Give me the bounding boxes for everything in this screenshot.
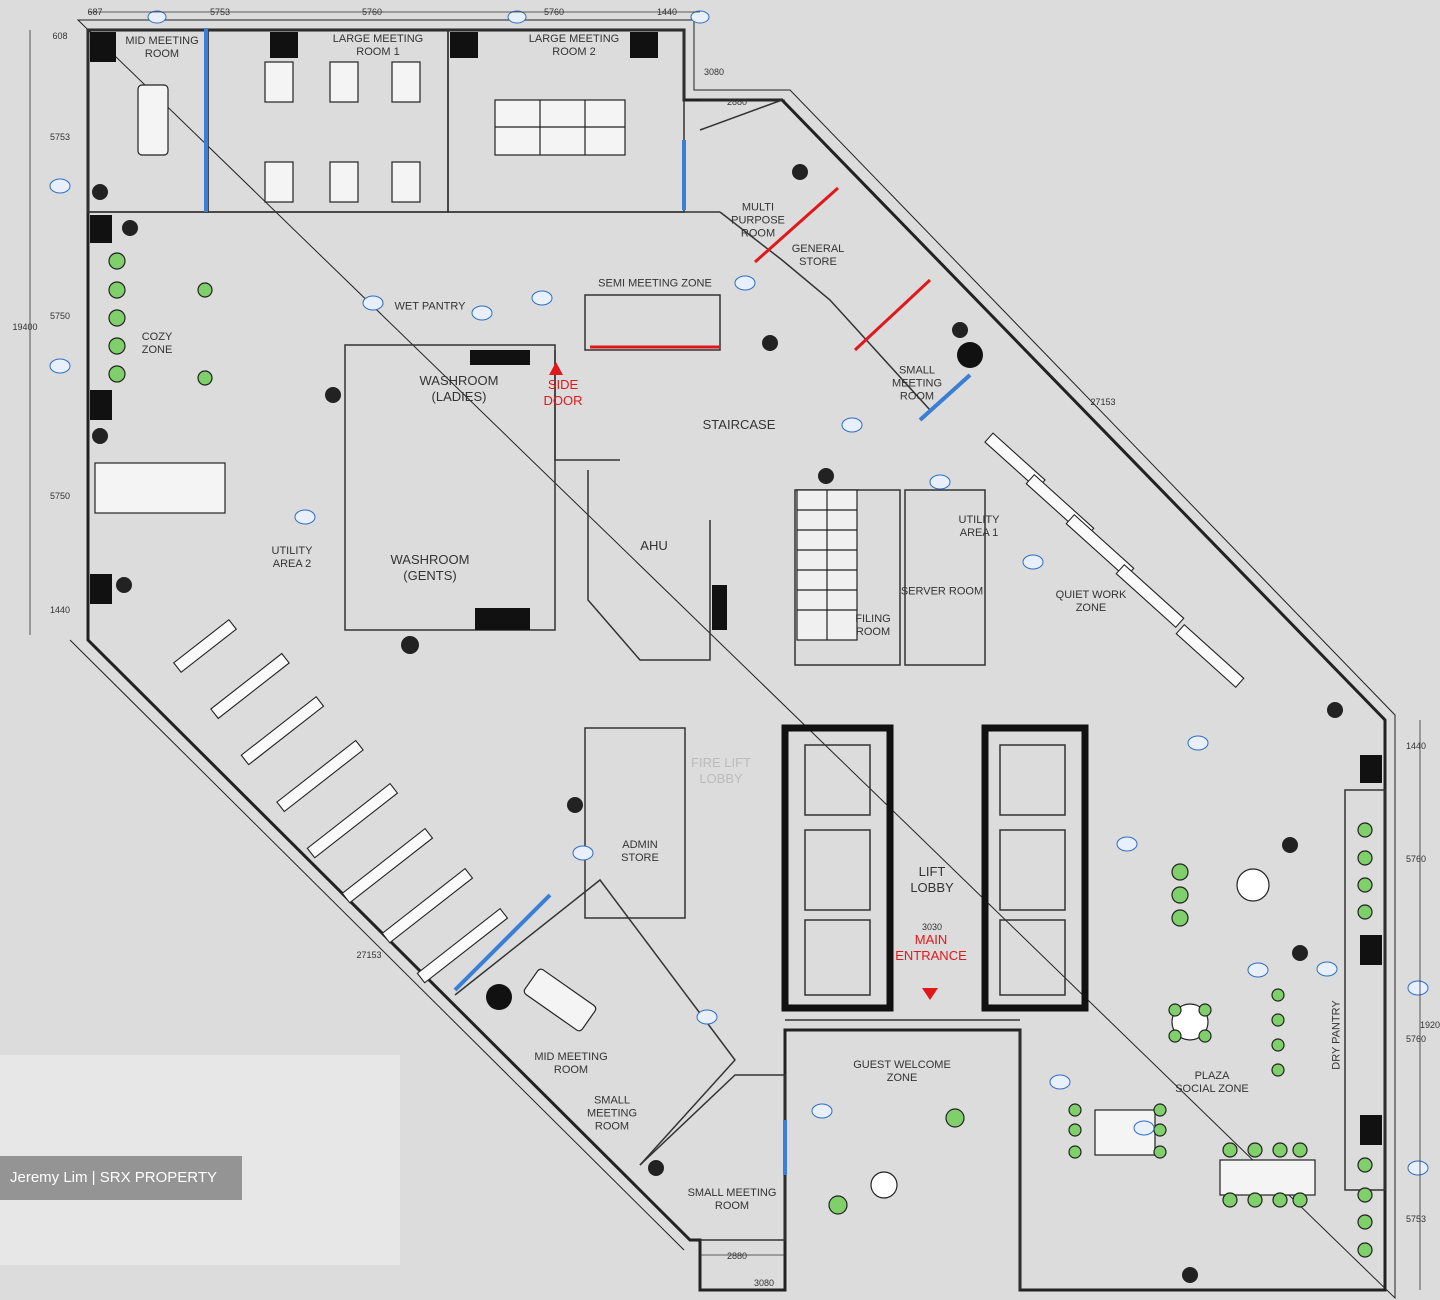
dim-right-5760-b: 5760 — [1405, 1034, 1427, 1044]
dim-left-5750-a: 5750 — [49, 311, 71, 321]
room-label-large-meeting-room-2: LARGE MEETING ROOM 2 — [528, 33, 620, 58]
meeting-tables — [94, 61, 1316, 1196]
lounge-seating — [108, 252, 1373, 1258]
dim-right-1440: 1440 — [1405, 741, 1427, 751]
staircase — [796, 489, 858, 641]
partitions — [87, 29, 1386, 1290]
room-label-dry-pantry: DRY PANTRY — [1330, 1000, 1343, 1070]
room-label-lift-lobby: LIFT LOBBY — [910, 864, 954, 895]
main-entrance-label: MAIN ENTRANCE — [895, 932, 967, 963]
dim-entrance-3030: 3030 — [921, 922, 943, 932]
dim-top-5: 1440 — [656, 7, 678, 17]
room-label-utility-area-2: UTILITY AREA 2 — [271, 545, 313, 570]
room-label-small-meeting-room-top: SMALL MEETING ROOM — [891, 364, 943, 403]
dim-right-5753: 5753 — [1405, 1214, 1427, 1224]
room-label-semi-meeting-zone: SEMI MEETING ZONE — [598, 277, 712, 290]
room-label-admin-store: ADMIN STORE — [621, 839, 659, 864]
room-label-wet-pantry: WET PANTRY — [394, 300, 466, 313]
dim-left-5753: 5753 — [49, 132, 71, 142]
dim-right-2880-top: 2880 — [726, 97, 748, 107]
watermark: Jeremy Lim | SRX PROPERTY — [0, 1156, 242, 1200]
dim-top-2: 5753 — [209, 7, 231, 17]
dim-diag-27153-left: 27153 — [356, 950, 382, 960]
room-label-utility-area-1: UTILITY AREA 1 — [958, 514, 1000, 539]
dim-left-608: 608 — [52, 31, 68, 41]
dim-diag-27153-right: 27153 — [1090, 397, 1116, 407]
red-partitions — [590, 186, 932, 352]
room-label-quiet-work-zone: QUIET WORK ZONE — [1055, 589, 1127, 614]
room-label-small-meeting-room-bottom: SMALL MEETING ROOM — [586, 1094, 638, 1133]
dim-right-3080-top: 3080 — [703, 67, 725, 77]
room-label-mid-meeting-room-top: MID MEETING ROOM — [125, 35, 199, 60]
room-label-filing-room: FILING ROOM — [855, 613, 891, 638]
room-label-staircase: STAIRCASE — [702, 417, 776, 432]
dim-right-1920: 1920 — [1419, 1020, 1440, 1030]
dim-right-5760-a: 5760 — [1405, 854, 1427, 864]
room-label-ahu: AHU — [640, 538, 668, 553]
room-label-large-meeting-room-1: LARGE MEETING ROOM 1 — [332, 33, 424, 58]
structural-columns — [90, 32, 1382, 1145]
room-label-general-store: GENERAL STORE — [791, 243, 845, 268]
entry-markers — [549, 362, 938, 1000]
glass-partitions — [204, 28, 972, 1175]
planters — [92, 164, 1343, 1283]
room-label-washroom-ladies: WASHROOM (LADIES) — [419, 373, 499, 404]
dim-bottom-2880: 2880 — [726, 1251, 748, 1261]
dim-left-19400: 19400 — [12, 322, 38, 332]
room-label-cozy-zone: COZY ZONE — [141, 331, 173, 356]
room-label-multi-purpose-room: MULTI PURPOSE ROOM — [731, 201, 785, 240]
side-door-label: SIDE DOOR — [543, 377, 583, 408]
reference-tags — [49, 10, 1429, 1176]
dim-left-1440: 1440 — [49, 605, 71, 615]
room-label-guest-welcome-zone: GUEST WELCOME ZONE — [853, 1059, 951, 1084]
room-label-server-room: SERVER ROOM — [900, 585, 984, 598]
room-label-small-meeting-room-right: SMALL MEETING ROOM — [687, 1187, 777, 1212]
dimension-lines — [29, 11, 1421, 1290]
workstations — [172, 432, 1245, 984]
room-label-mid-meeting-room-bottom: MID MEETING ROOM — [534, 1051, 608, 1076]
dim-bottom-3080: 3080 — [753, 1278, 775, 1288]
room-label-fire-lift-lobby: FIRE LIFT LOBBY — [691, 755, 751, 786]
room-label-washroom-gents: WASHROOM (GENTS) — [390, 552, 470, 583]
dim-top-3: 5760 — [361, 7, 383, 17]
room-label-plaza-social-zone: PLAZA SOCIAL ZONE — [1175, 1070, 1249, 1095]
dim-left-5750-b: 5750 — [49, 491, 71, 501]
dim-top-1: 687 — [87, 7, 103, 17]
dim-top-4: 5760 — [543, 7, 565, 17]
